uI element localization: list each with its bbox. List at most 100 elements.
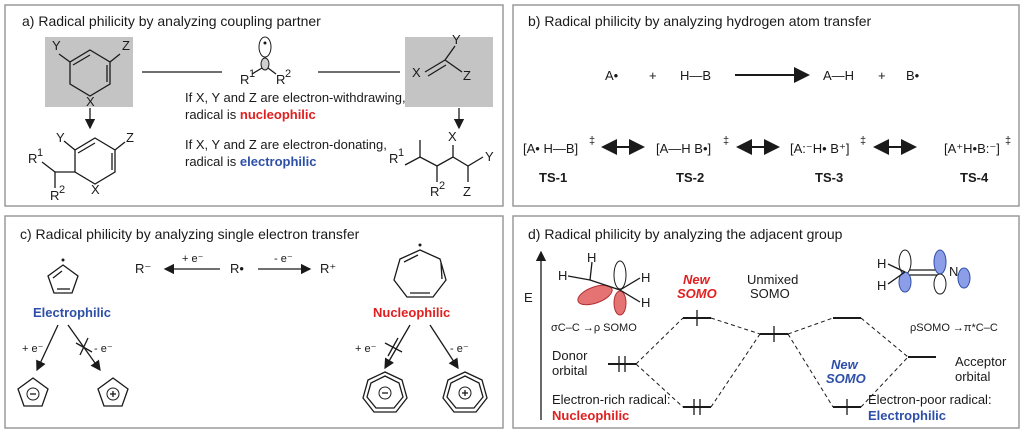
donor-molecule [567, 260, 641, 316]
alk-prod-z: Z [463, 184, 471, 199]
panel-c: c) Radical philicity by analyzing single… [4, 215, 504, 429]
ts2: [A—H B•] [656, 141, 711, 156]
mo-levels [608, 310, 936, 415]
arene-z: Z [122, 38, 130, 53]
poor-radical-2: Electrophilic [868, 408, 946, 423]
prod-r1-sup: 1 [37, 147, 43, 159]
cp-cross-2 [79, 337, 89, 356]
new-somo-red-1: New [683, 272, 711, 287]
prod-r1: R [28, 151, 37, 166]
cht-arrow-oxidize [429, 324, 459, 370]
panel-b-border [512, 4, 1020, 207]
cht-arrow-reduce [384, 324, 411, 370]
donor-orbital-2: orbital [552, 363, 588, 378]
svg-text:radical is electrophilic: radical is electrophilic [185, 154, 317, 169]
prod-y: Y [56, 130, 65, 145]
ewg-line2-prefix: radical is [185, 107, 240, 122]
alkene-x: X [412, 65, 421, 80]
edg-electrophilic: electrophilic [240, 154, 317, 169]
alkene [424, 45, 463, 77]
donor-h-1: H [558, 268, 567, 283]
cp-arrow-reduce [36, 324, 59, 372]
energy-axis-label: E [524, 290, 533, 305]
acceptor-molecule [887, 249, 971, 295]
new-somo-blue-2: SOMO [826, 371, 866, 386]
cht-anion [362, 371, 408, 413]
label-nucleophilic: Nucleophilic [373, 305, 450, 320]
radical-r1: R [240, 72, 249, 87]
new-somo-red-2: SOMO [677, 286, 717, 301]
edg-line1: If X, Y and Z are electron-donating, [185, 137, 387, 152]
arene-y: Y [52, 38, 61, 53]
alkene-z: Z [463, 68, 471, 83]
acceptor-n: N [949, 264, 958, 279]
ts4: [A⁺H•B:⁻] [944, 141, 1000, 156]
ts3-label: TS-3 [815, 170, 843, 185]
panel-c-title: c) Radical philicity by analyzing single… [20, 226, 360, 242]
ch-minus-e: - e⁻ [450, 343, 469, 355]
poor-radical-1: Electron-poor radical: [868, 392, 992, 407]
ts2-label: TS-2 [676, 170, 704, 185]
radical-r2: R [276, 72, 285, 87]
edg-line2-prefix: radical is [185, 154, 240, 169]
cp-plus-e: + e⁻ [22, 343, 44, 355]
alk-prod-r1-sup: 1 [398, 147, 404, 159]
label-electrophilic: Electrophilic [33, 305, 111, 320]
panel-c-border [4, 215, 504, 429]
ts1-dagger: ‡ [589, 135, 595, 147]
ts4-dagger: ‡ [1005, 135, 1011, 147]
ewg-line1: If X, Y and Z are electron-withdrawing, [185, 90, 406, 105]
panel-a-border [4, 4, 504, 207]
rich-radical-1: Electron-rich radical: [552, 392, 671, 407]
ts2-dagger: ‡ [723, 135, 729, 147]
plus-e: + e⁻ [182, 253, 204, 265]
cp-cation [97, 377, 129, 407]
unmixed-somo-2: SOMO [750, 286, 790, 301]
alk-prod-r2: R [430, 184, 439, 199]
svg-text:radical is nucleophilic: radical is nucleophilic [185, 107, 316, 122]
eq-b: B• [906, 68, 920, 83]
prod-r2-sup: 2 [59, 184, 65, 196]
panel-d-title: d) Radical philicity by analyzing the ad… [528, 226, 843, 242]
donor-orbital-1: Donor [552, 348, 588, 363]
alk-prod-r1: R [389, 151, 398, 166]
radical-r2-sup: 2 [285, 68, 291, 80]
radical-orbital [258, 36, 272, 71]
new-somo-blue-1: New [831, 357, 859, 372]
acceptor-interaction-label: ρSOMO →π*C–C [910, 322, 998, 334]
alkene-highlight [405, 37, 493, 107]
donor-h-2: H [587, 250, 596, 265]
cp-radical [47, 258, 79, 294]
alkene-y: Y [452, 32, 461, 47]
prod-z: Z [126, 130, 134, 145]
ch-plus-e: + e⁻ [355, 343, 377, 355]
panel-d-border [512, 215, 1020, 429]
ts4-label: TS-4 [960, 170, 989, 185]
donor-h-4: H [641, 295, 650, 310]
minus-e: - e⁻ [274, 253, 293, 265]
arene-product [41, 137, 126, 188]
panel-a-title: a) Radical philicity by analyzing coupli… [22, 13, 321, 29]
panel-a: a) Radical philicity by analyzing coupli… [4, 4, 504, 207]
panel-b: b) Radical philicity by analyzing hydrog… [512, 4, 1020, 207]
ts3-dagger: ‡ [860, 135, 866, 147]
cht-radical [393, 243, 447, 298]
eq-ah: A—H [823, 68, 854, 83]
donor-h-3: H [641, 270, 650, 285]
r-plus: R⁺ [320, 261, 336, 276]
cht-cation [442, 371, 488, 413]
alkane-product [404, 140, 484, 182]
panel-b-title: b) Radical philicity by analyzing hydrog… [528, 13, 872, 29]
prod-x: X [91, 182, 100, 197]
eq-a: A• [605, 68, 619, 83]
r-minus: R⁻ [135, 261, 151, 276]
arene-x: X [86, 94, 95, 109]
panel-d: d) Radical philicity by analyzing the ad… [512, 215, 1020, 429]
eq-hb: H—B [680, 68, 711, 83]
alk-prod-x: X [448, 129, 457, 144]
ewg-nucleophilic: nucleophilic [240, 107, 316, 122]
cp-minus-e: - e⁻ [94, 343, 113, 355]
cp-anion [17, 377, 49, 407]
